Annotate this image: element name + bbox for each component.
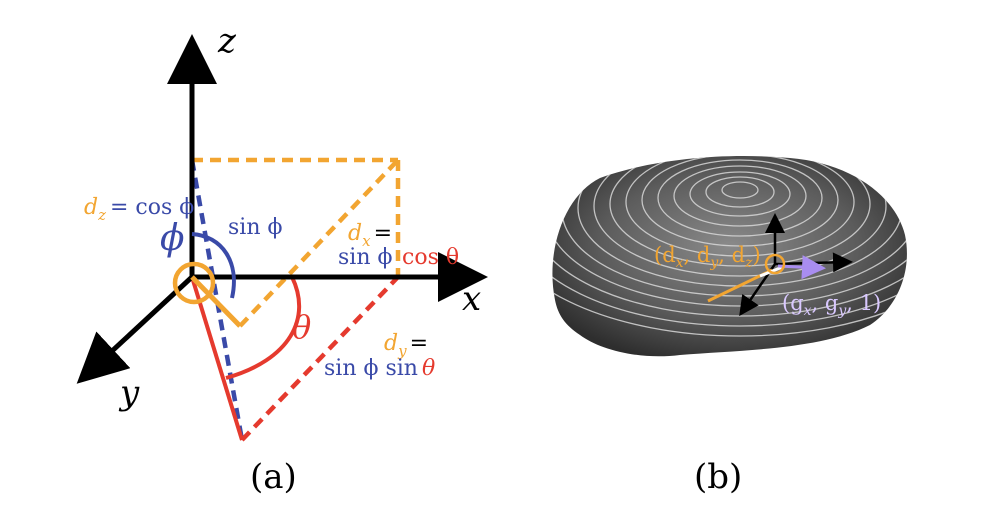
dz-sub: z — [97, 206, 106, 224]
d-open: (d — [654, 243, 676, 267]
y-axis-label: y — [118, 373, 140, 413]
phi-arc — [191, 232, 236, 299]
panel-a-diagram: z x y ϕ θ dz= cos ϕ sin ϕ dx= sin ϕ cos … — [76, 21, 488, 497]
gradient-vector — [777, 255, 826, 280]
g-x-sub: x — [804, 303, 812, 319]
g-sep: , g — [812, 291, 839, 315]
caption-b: (b) — [694, 457, 742, 497]
d-sep2: , d — [718, 243, 745, 267]
dy-label: dy= — [384, 331, 428, 360]
theta-arc — [225, 276, 302, 380]
d-z-sub: z — [744, 255, 753, 271]
dy-expr-b: θ — [422, 356, 435, 381]
g-vector-label: (gx, gy, 1) — [782, 291, 881, 319]
sin-phi-dashed-line — [189, 159, 245, 441]
d-y-sub: y — [709, 255, 719, 271]
d-vector-label: (dx, dy, dz) — [654, 243, 761, 271]
dx-var: d — [348, 221, 362, 246]
d-vector — [190, 275, 242, 328]
g-y-sub: y — [837, 303, 847, 319]
z-axis-label: z — [217, 21, 237, 61]
caption-a: (a) — [250, 457, 297, 497]
d-close: ) — [752, 243, 760, 267]
dy-eq: = — [410, 331, 428, 356]
d-sep1: , d — [684, 243, 711, 267]
d-x-sub: x — [676, 255, 684, 271]
dz-dashed-diagonal — [238, 158, 400, 328]
dx-expr-a: sin ϕ — [338, 245, 392, 270]
g-close: , 1) — [846, 291, 881, 315]
x-axis-label: x — [462, 279, 481, 319]
dx-eq: = — [374, 221, 392, 246]
sin-phi-label: sin ϕ — [228, 215, 282, 240]
dy-sub: y — [397, 342, 407, 360]
dx-expr-b: cos θ — [402, 245, 459, 270]
local-white-segment — [759, 264, 786, 278]
local-origin-circle — [764, 253, 786, 275]
dx-label: dx= — [348, 221, 392, 250]
red-projection-dashed — [240, 275, 400, 442]
dx-sub: x — [362, 232, 371, 250]
dy-var: d — [384, 331, 398, 356]
dy-expr-a: sin ϕ sin — [324, 356, 418, 381]
theta-label: θ — [292, 308, 311, 346]
dz-label: dz= cos ϕ — [84, 195, 194, 224]
origin-circle — [172, 261, 216, 305]
g-open: (g — [782, 291, 804, 315]
panel-b-fingerprint: (dx, dy, dz) (gx, gy, 1) (b) — [552, 156, 907, 497]
phi-label: ϕ — [160, 218, 185, 259]
y-axis — [76, 275, 194, 384]
dz-var: d — [84, 195, 98, 220]
red-projection-solid — [190, 276, 244, 441]
dz-expr: = cos ϕ — [110, 195, 194, 220]
